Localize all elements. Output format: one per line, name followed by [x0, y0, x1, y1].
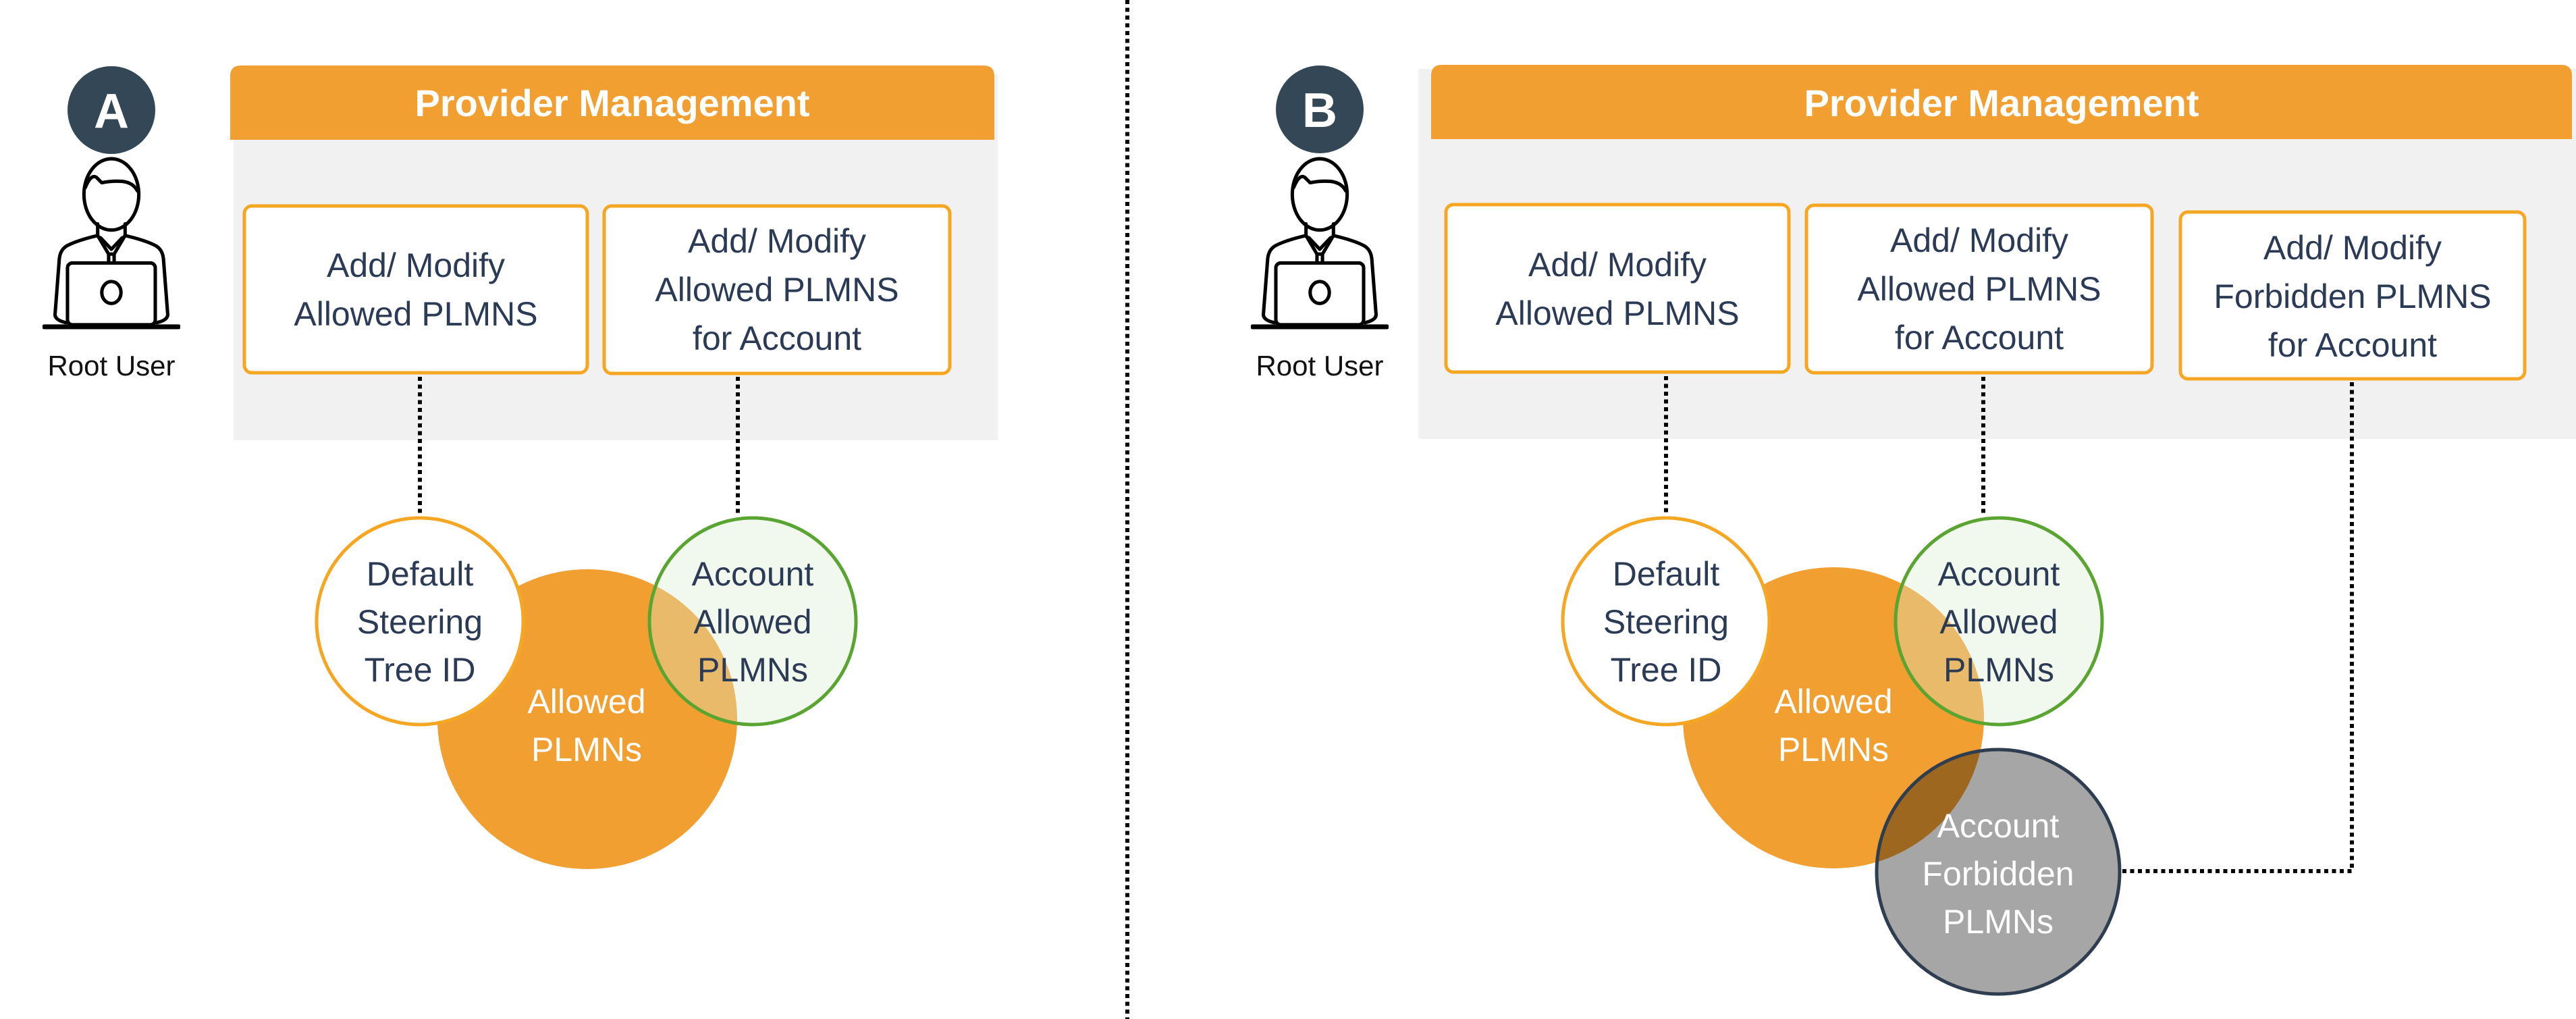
circle-label: Steering — [357, 603, 483, 641]
root-user-label: Root User — [47, 350, 175, 382]
circle-label: Default — [1613, 555, 1720, 593]
default-steering-tree-id-circle — [315, 516, 525, 727]
box-line: Allowed PLMNS — [1857, 270, 2101, 308]
circle-label: Account — [692, 555, 814, 593]
box-line: for Account — [1895, 319, 2064, 357]
circle-label: Steering — [1603, 603, 1729, 641]
circle-label: PLMNs — [531, 731, 642, 768]
provider-management-header — [1431, 65, 2572, 139]
circle-label: Allowed — [693, 603, 811, 641]
root-user-icon — [1252, 159, 1387, 327]
box-line: Add/ Modify — [1890, 221, 2068, 259]
account-allowed-plmns-circle — [647, 516, 858, 727]
connector-line — [2122, 382, 2354, 873]
circle-label: Tree ID — [365, 651, 476, 689]
box-line: Add/ Modify — [327, 246, 505, 284]
add-modify-allowed-plmns-button[interactable]: Add/ Modify Allowed PLMNS — [1444, 203, 1791, 374]
add-modify-allowed-plmns-for-account-button[interactable]: Add/ Modify Allowed PLMNS for Account — [1804, 203, 2154, 375]
box-line: Allowed PLMNS — [1495, 294, 1739, 332]
root-user-label: Root User — [1256, 350, 1383, 382]
panel-b: Provider Management B Root User Add/ Mod… — [1252, 65, 2576, 996]
add-modify-allowed-plmns-button[interactable]: Add/ Modify Allowed PLMNS — [242, 204, 589, 375]
circle-label: Account — [1938, 555, 2060, 593]
circle-label: Allowed — [1939, 603, 2058, 641]
badge-label: A — [94, 84, 129, 138]
provider-management-header — [230, 66, 994, 140]
circle-label: PLMNs — [1943, 651, 2054, 689]
circle-label: Default — [367, 555, 474, 593]
box-line: for Account — [693, 319, 861, 357]
add-modify-forbidden-plmns-for-account-button[interactable]: Add/ Modify Forbidden PLMNS for Account — [2178, 210, 2527, 381]
account-forbidden-plmns-circle — [1875, 748, 2122, 996]
box-line: Add/ Modify — [688, 222, 866, 260]
header-title: Provider Management — [1804, 82, 2199, 124]
box-line: Add/ Modify — [1528, 246, 1707, 284]
account-allowed-plmns-circle — [1894, 516, 2104, 727]
box-line: Allowed PLMNS — [294, 295, 537, 333]
circle-label: Forbidden — [1922, 855, 2074, 893]
box-line: Allowed PLMNS — [655, 271, 898, 309]
box-line: Add/ Modify — [2263, 229, 2442, 267]
badge-a — [68, 66, 155, 154]
circle-label: PLMNs — [1943, 903, 2054, 941]
box-line: Forbidden PLMNS — [2213, 278, 2491, 315]
root-user-icon — [44, 159, 178, 327]
panel-a: Provider Management A Root User Add/ Mod… — [44, 66, 998, 869]
circle-label: Tree ID — [1611, 651, 1722, 689]
circle-label: PLMNs — [1778, 731, 1889, 768]
circle-label: Allowed — [527, 683, 645, 721]
circle-label: Allowed — [1774, 683, 1892, 721]
badge-label: B — [1302, 84, 1337, 138]
add-modify-allowed-plmns-for-account-button[interactable]: Add/ Modify Allowed PLMNS for Account — [602, 204, 952, 375]
circle-label: Account — [1937, 807, 2060, 845]
default-steering-tree-id-circle — [1561, 516, 1771, 727]
box-line: for Account — [2268, 326, 2437, 364]
header-title: Provider Management — [414, 82, 809, 124]
circle-label: PLMNs — [697, 651, 808, 689]
badge-b — [1276, 66, 1364, 153]
